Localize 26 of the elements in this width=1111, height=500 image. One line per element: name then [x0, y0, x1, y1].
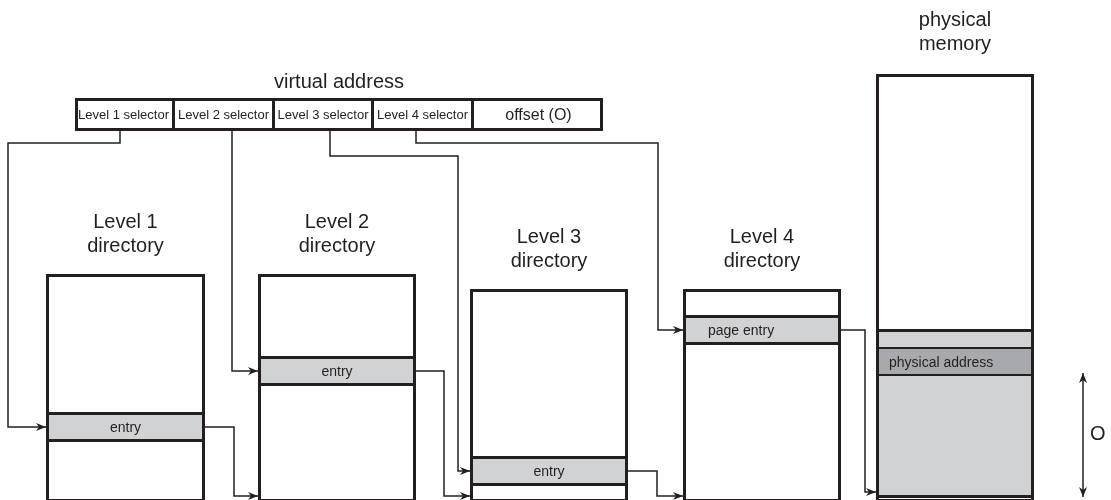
directory-heading: Level 4 directory	[722, 224, 802, 272]
table-entry: page entry	[686, 315, 838, 345]
directory-heading: Level 1 directory	[86, 209, 165, 257]
table-entry: entry	[473, 456, 625, 486]
address-entry: physical address	[879, 347, 1031, 376]
arrow	[627, 470, 684, 500]
address-field: Level 2 selector	[175, 98, 275, 131]
arrow	[204, 426, 259, 500]
address-field: Level 1 selector	[75, 98, 175, 131]
page-region	[879, 329, 1031, 498]
arrow	[840, 329, 877, 496]
memory-heading: physical memory	[917, 7, 993, 55]
directory-heading: Level 2 directory	[297, 209, 377, 257]
dimension-label: O	[1090, 422, 1106, 445]
arrow	[415, 370, 471, 500]
address-field: Level 3 selector	[275, 98, 374, 131]
table-entry: entry	[49, 412, 202, 442]
directory-heading: Level 3 directory	[509, 224, 589, 272]
address-field: offset (O)	[474, 98, 603, 131]
arrow	[231, 130, 259, 375]
arrow	[415, 130, 684, 334]
table-entry: entry	[261, 356, 413, 386]
address-heading: virtual address	[272, 69, 406, 93]
address-field: Level 4 selector	[374, 98, 474, 131]
arrow	[7, 130, 121, 431]
arrow	[329, 130, 471, 475]
